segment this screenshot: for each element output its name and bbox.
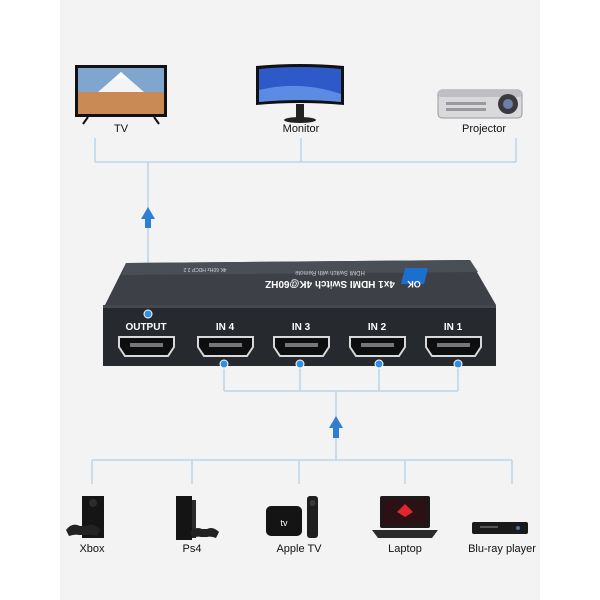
input-label-xbox: Xbox bbox=[79, 543, 105, 555]
port-label-output: OUTPUT bbox=[125, 322, 166, 333]
port-label-in-3: IN 3 bbox=[292, 322, 311, 333]
input-connector-lines bbox=[91, 364, 513, 484]
tv-icon bbox=[75, 65, 167, 125]
bluray-player-icon bbox=[472, 522, 528, 534]
output-up-arrow-icon bbox=[141, 207, 155, 228]
monitor-icon bbox=[256, 64, 344, 123]
laptop-icon bbox=[372, 496, 438, 538]
hdmi-port-in-4 bbox=[197, 336, 254, 357]
output-label-monitor: Monitor bbox=[282, 123, 320, 135]
hdmi-port-in-2 bbox=[349, 336, 406, 357]
input-connection-dots bbox=[219, 359, 463, 369]
hdmi-port-output bbox=[118, 336, 175, 357]
output-label-tv: TV bbox=[113, 123, 129, 135]
port-label-in-1: IN 1 bbox=[444, 322, 463, 333]
port-label-in-4: IN 4 bbox=[216, 322, 235, 333]
output-label-projector: Projector bbox=[461, 123, 507, 135]
brand-logo bbox=[401, 268, 428, 284]
ps4-icon bbox=[176, 496, 219, 540]
hdmi-port-in-1 bbox=[425, 336, 482, 357]
projector-icon bbox=[437, 89, 523, 119]
input-label-bluray-player: Blu-ray player bbox=[468, 543, 536, 555]
xbox-icon bbox=[66, 496, 104, 538]
hdmi-switch-device bbox=[103, 260, 496, 366]
input-label-ps4: Ps4 bbox=[182, 543, 202, 555]
output-connection-dot bbox=[143, 309, 153, 319]
device-small-text: 4K 60Hz HDCP 2.2 bbox=[183, 266, 226, 272]
input-up-arrow-icon bbox=[329, 416, 343, 438]
device-subtitle: HDMI Switch with Remote bbox=[294, 269, 364, 275]
input-label-laptop: Laptop bbox=[388, 543, 422, 555]
logo-text: OK bbox=[407, 279, 421, 289]
svg-text:tv: tv bbox=[280, 518, 288, 528]
apple-tv-icon: tv bbox=[266, 496, 318, 538]
hdmi-port-in-3 bbox=[273, 336, 330, 357]
input-label-apple-tv: Apple TV bbox=[276, 543, 322, 555]
port-label-in-2: IN 2 bbox=[368, 322, 387, 333]
device-title: 4x1 HDMI Switch 4K@60HZ bbox=[265, 278, 395, 289]
